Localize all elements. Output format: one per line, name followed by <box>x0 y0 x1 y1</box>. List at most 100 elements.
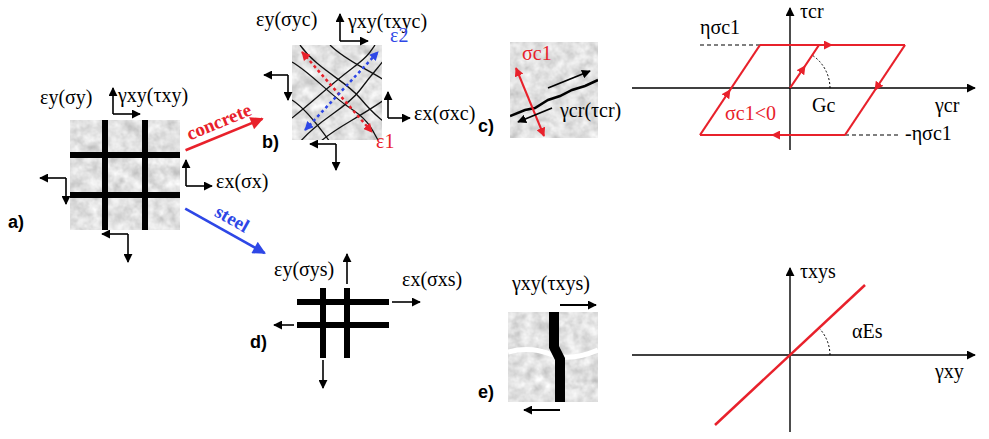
cracked-concrete <box>320 100 382 140</box>
dowel-detail <box>508 305 598 410</box>
stress-arrow <box>65 178 67 204</box>
variable-label: γxy(τxyc) <box>348 10 427 32</box>
panel-letter: e) <box>478 382 494 402</box>
cracked-concrete <box>292 45 382 140</box>
shear-hysteresis-chart <box>790 45 819 88</box>
crack-detail <box>510 42 598 138</box>
crack-detail <box>516 68 544 136</box>
stress-arrow <box>185 160 187 186</box>
variable-label: Gc <box>812 94 835 116</box>
variable-label: εy(σy) <box>40 86 93 108</box>
variable-label: εy(σys) <box>274 258 334 280</box>
stress-arrow <box>339 14 341 41</box>
variable-label: τxys <box>800 260 836 282</box>
cracked-concrete <box>292 45 384 142</box>
stress-arrow <box>102 233 128 235</box>
stress-arrow <box>335 144 337 170</box>
figure-panel: d) <box>270 220 400 365</box>
dowel-detail <box>549 312 565 402</box>
stress-arrow <box>274 324 294 326</box>
variable-label: γxy <box>935 360 964 382</box>
stress-arrow <box>264 74 288 76</box>
stress-arrow <box>264 14 410 170</box>
cracked-concrete <box>302 52 372 132</box>
variable-label: αEs <box>852 320 882 342</box>
variable-label: σc1 <box>522 42 552 64</box>
arrow-label: steel <box>211 201 252 236</box>
variable-label: γxy(τxys) <box>512 272 590 294</box>
composite-element <box>102 120 108 230</box>
shear-hysteresis-chart <box>632 87 975 88</box>
dowel-action-chart <box>632 354 975 355</box>
variable-label: εx(σx) <box>216 170 269 192</box>
steel-grid <box>297 288 389 358</box>
composite-element <box>70 120 180 230</box>
stress-arrow <box>392 301 420 303</box>
cracked-concrete <box>300 45 382 122</box>
variable-label: εx(σxs) <box>402 268 462 290</box>
stress-arrow <box>113 113 140 115</box>
steel-grid <box>297 322 389 328</box>
stress-arrow <box>186 185 212 187</box>
stress-arrow <box>387 92 389 118</box>
stress-arrow <box>127 234 129 262</box>
dowel-detail <box>508 312 598 402</box>
cracked-concrete <box>300 60 382 140</box>
shear-hysteresis-chart <box>845 134 900 135</box>
dowel-action-chart <box>789 268 790 432</box>
variable-label: γcr <box>935 94 959 116</box>
cracked-concrete <box>305 52 378 130</box>
panel-letter: b) <box>262 132 279 152</box>
stress-arrow <box>340 40 368 42</box>
variable-label: σc1<0 <box>725 102 776 124</box>
cracked-concrete <box>330 45 382 80</box>
composite-element <box>70 192 180 198</box>
shear-hysteresis-chart <box>760 44 905 46</box>
cracked-concrete <box>292 45 382 140</box>
stress-arrow <box>274 254 420 388</box>
stress-arrow <box>40 177 66 179</box>
figure-panel: e) <box>508 312 598 402</box>
stress-arrow <box>388 117 410 119</box>
crack-detail <box>518 108 552 122</box>
cracked-concrete <box>292 45 375 118</box>
variable-label: ε1 <box>376 130 394 152</box>
variable-label: τcr <box>800 0 824 22</box>
stress-arrow <box>322 360 324 388</box>
stress-arrow <box>40 88 212 262</box>
shear-hysteresis-chart <box>700 134 845 136</box>
dowel-action-chart <box>819 328 830 355</box>
panel-letter: c) <box>478 116 494 136</box>
variable-label: εy(σyc) <box>256 8 317 30</box>
stress-arrow <box>287 75 289 100</box>
variable-label: ε2 <box>390 24 408 46</box>
shear-hysteresis-chart <box>789 8 790 150</box>
shear-hysteresis-chart <box>700 45 905 135</box>
composite-element <box>70 120 180 230</box>
variable-label: γcr(τcr) <box>560 99 621 121</box>
crack-detail <box>510 42 598 138</box>
stress-arrow <box>112 88 114 114</box>
stress-arrow <box>346 254 348 284</box>
variable-label: γxy(τxy) <box>118 84 188 106</box>
crack-detail <box>548 71 590 88</box>
panel-letter: a) <box>8 212 24 232</box>
stress-arrow <box>310 143 336 145</box>
dowel-action-chart <box>632 268 975 432</box>
composite-element <box>142 120 148 230</box>
dowel-action-chart <box>715 285 865 425</box>
shear-hysteresis-chart <box>845 45 905 135</box>
variable-label: εx(σxc) <box>414 102 475 124</box>
steel-grid <box>297 299 389 305</box>
figure-panel: a) <box>70 120 180 230</box>
shear-hysteresis-chart <box>632 8 975 150</box>
dowel-detail <box>524 409 560 411</box>
composite-element <box>70 152 180 158</box>
figure-panel: b) <box>268 40 385 145</box>
shear-hysteresis-chart <box>700 44 760 45</box>
variable-label: ησc1 <box>700 16 740 38</box>
dowel-detail <box>560 304 596 306</box>
